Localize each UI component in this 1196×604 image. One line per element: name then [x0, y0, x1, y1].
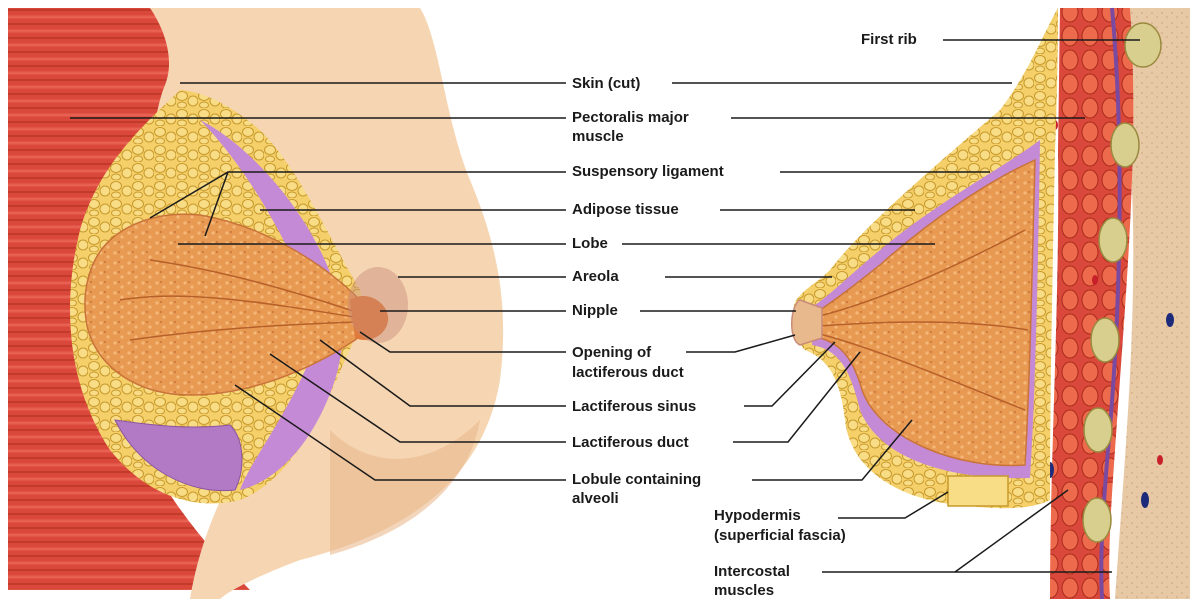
label-lactiferous-sinus: Lactiferous sinus — [572, 398, 696, 416]
label-skin-cut: Skin (cut) — [572, 75, 640, 93]
label-lactiferous-duct: Lactiferous duct — [572, 434, 689, 452]
label-lobule-line1: Lobule containing — [572, 471, 701, 489]
label-opening-line1: Opening of — [572, 344, 651, 362]
label-hypodermis-line2: (superficial fascia) — [714, 527, 846, 545]
label-pectoralis-line2: muscle — [572, 128, 624, 146]
label-lobule-line2: alveoli — [572, 490, 619, 508]
leader-opening-r — [686, 335, 795, 352]
label-pectoralis-line1: Pectoralis major — [572, 109, 689, 127]
label-intercostal-line2: muscles — [714, 582, 774, 600]
label-intercostal-line1: Intercostal — [714, 563, 790, 581]
label-first-rib: First rib — [861, 31, 917, 49]
label-hypodermis-line1: Hypodermis — [714, 507, 801, 525]
label-suspensory-ligament: Suspensory ligament — [572, 163, 724, 181]
label-adipose-tissue: Adipose tissue — [572, 201, 679, 219]
label-opening-line2: lactiferous duct — [572, 364, 684, 382]
right-chest-wall — [1046, 8, 1190, 599]
label-lobe: Lobe — [572, 235, 608, 253]
label-nipple: Nipple — [572, 302, 618, 320]
label-areola: Areola — [572, 268, 619, 286]
